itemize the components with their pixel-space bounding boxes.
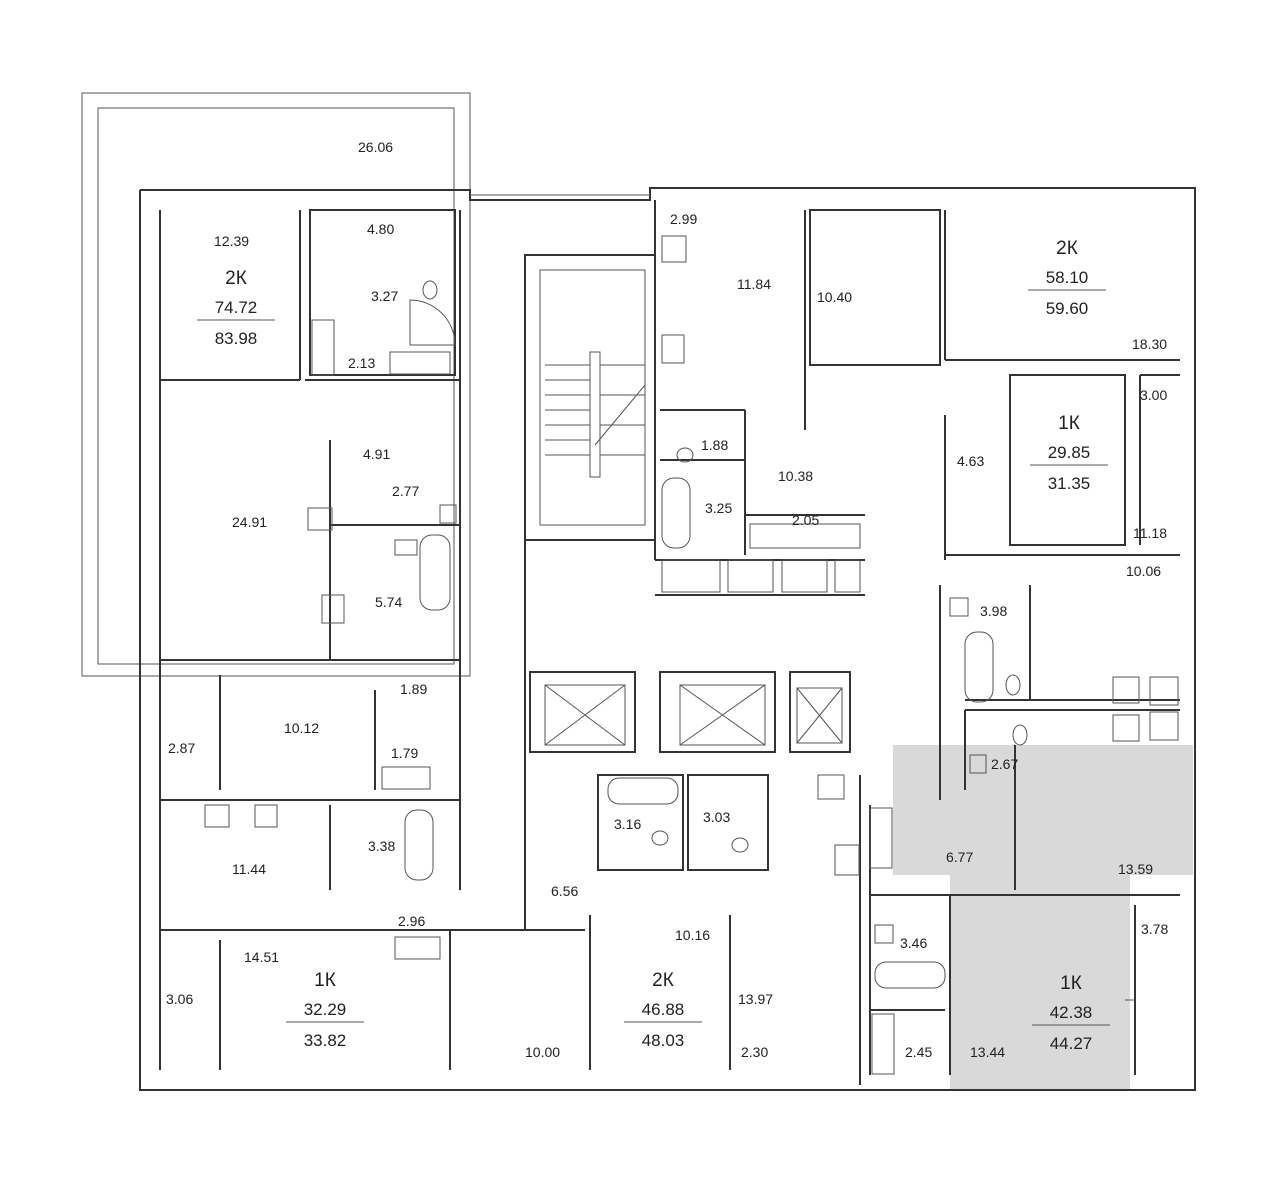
elevator-icon [679,684,766,746]
shower-icon [409,299,456,346]
apartment-type: 2К [225,268,247,289]
room-area: 1.88 [701,437,728,453]
toilet-icon [1005,674,1021,696]
elevator-icon [796,687,843,744]
room-area: 10.40 [817,289,852,305]
room-area: 24.91 [232,514,267,530]
room-area: 1.79 [391,745,418,761]
toilet-icon [731,837,749,853]
room-area: 2.13 [348,355,375,371]
room-area: 3.98 [980,603,1007,619]
room-area: 18.30 [1132,336,1167,352]
room-area: 14.51 [244,949,279,965]
room-area: 10.06 [1126,563,1161,579]
room-area: 3.16 [614,816,641,832]
room-area: 4.91 [363,446,390,462]
apartment-living-area: 42.38 [1050,1003,1093,1022]
room-area: 1.89 [400,681,427,697]
ventilation-icon [204,235,1179,876]
bathtub-icon [419,534,451,611]
apartment-living-area: 46.88 [642,1000,685,1019]
toilet-icon [651,830,669,846]
room-area: 3.46 [900,935,927,951]
stove-icon [254,334,1140,828]
room-labels: 26.06 12.39 4.80 3.27 2.13 4.91 2.77 24.… [166,139,1168,1060]
room-area: 2.67 [991,756,1018,772]
bathtub-icon [964,631,994,703]
apartment-type: 1К [314,970,336,991]
room-area: 3.00 [1140,387,1167,403]
apartment-type: 1К [1060,973,1082,994]
wardrobe-icon [311,319,895,1075]
bathtub-icon [404,809,434,881]
fixtures [204,235,1179,1075]
room-area: 5.74 [375,594,402,610]
highlighted-apartment [893,745,1193,1090]
room-area: 3.03 [703,809,730,825]
apartment-label: 1К 29.85 31.35 [1030,413,1108,493]
room-area: 12.39 [214,233,249,249]
interior-walls [159,200,1180,1085]
room-area: 3.06 [166,991,193,1007]
room-area: 3.27 [371,288,398,304]
room-area: 10.00 [525,1044,560,1060]
toilet-icon [422,280,438,300]
toilet-icon [1012,724,1028,746]
room-area: 13.97 [738,991,773,1007]
stair-icon [545,351,646,478]
apartment-type: 2К [1056,238,1078,259]
room-area: 3.25 [705,500,732,516]
apartment-total-area: 59.60 [1046,299,1089,318]
apartment-label: 2К 58.10 59.60 [1028,238,1106,318]
room-area: 2.05 [792,512,819,528]
room-area: 2.77 [392,483,419,499]
toilet-icon [676,447,694,463]
outer-walls [139,187,1196,1091]
apartment-living-area: 32.29 [304,1000,347,1019]
room-area: 2.87 [168,740,195,756]
room-area: 6.56 [551,883,578,899]
room-area: 11.84 [737,276,771,292]
bathtub-icon [607,777,679,805]
apartment-type: 2К [652,970,674,991]
room-area: 2.30 [741,1044,768,1060]
room-area: 10.12 [284,720,319,736]
apartment-total-area: 31.35 [1048,474,1091,493]
apartment-total-area: 83.98 [215,329,258,348]
apartment-total-area: 44.27 [1050,1034,1093,1053]
apartment-living-area: 29.85 [1048,443,1091,462]
room-area: 13.59 [1118,861,1153,877]
room-area: 3.38 [368,838,395,854]
room-area: 6.77 [946,849,973,865]
apartment-label: 2К 46.88 48.03 [624,970,702,1050]
apartment-living-area: 74.72 [215,298,258,317]
room-area: 11.44 [232,861,266,877]
room-area: 13.44 [970,1044,1005,1060]
sink-icon [394,504,987,944]
terrace [81,92,471,677]
apartment-label: 1К 42.38 44.27 [1032,973,1110,1053]
room-area: 4.80 [367,221,394,237]
apartment-total-area: 48.03 [642,1031,685,1050]
bathtub-icon [874,961,946,989]
bathtub-icon [661,477,691,549]
room-area: 11.18 [1133,525,1167,541]
room-area: 2.45 [905,1044,932,1060]
apartment-label: 2К 74.72 83.98 [197,268,275,348]
apartment-total-area: 33.82 [304,1031,347,1050]
elevator-icon [544,684,626,746]
room-area: 4.63 [957,453,984,469]
room-area: 26.06 [358,139,393,155]
room-area: 3.78 [1141,921,1168,937]
room-area: 2.99 [670,211,697,227]
apartment-type: 1К [1058,413,1080,434]
room-area: 2.96 [398,913,425,929]
apartment-living-area: 58.10 [1046,268,1089,287]
room-area: 10.16 [675,927,710,943]
room-area: 10.38 [778,468,813,484]
apartment-label: 1К 32.29 33.82 [286,970,364,1050]
